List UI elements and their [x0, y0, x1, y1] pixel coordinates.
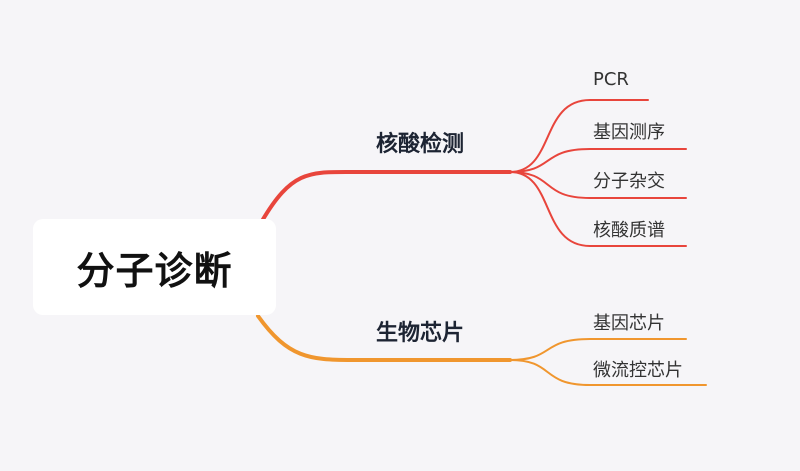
leaf-connector-0-1 [509, 148, 687, 173]
leaf-microfluidic-chip[interactable]: 微流控芯片 [593, 360, 683, 381]
leaf-gene-sequencing[interactable]: 基因测序 [593, 122, 665, 143]
branch-connector-1 [256, 314, 512, 362]
branch-label-nucleic-acid-testing[interactable]: 核酸检测 [376, 132, 465, 157]
branch-connector-0 [260, 169, 512, 223]
leaf-gene-chip[interactable]: 基因芯片 [593, 313, 665, 334]
leaf-connector-1-1 [509, 359, 707, 386]
leaf-connector-0-3 [509, 171, 687, 247]
leaf-molecular-hybridization[interactable]: 分子杂交 [593, 171, 665, 192]
leaf-connector-1-0 [509, 338, 687, 361]
leaf-connector-0-2 [509, 171, 687, 199]
leaf-connector-0-0 [509, 99, 649, 173]
root-node[interactable]: 分子诊断 [33, 219, 276, 315]
leaf-nucleic-acid-mass-spec[interactable]: 核酸质谱 [593, 220, 665, 241]
leaf-pcr[interactable]: PCR [593, 69, 629, 90]
branch-label-biochip[interactable]: 生物芯片 [376, 321, 465, 346]
